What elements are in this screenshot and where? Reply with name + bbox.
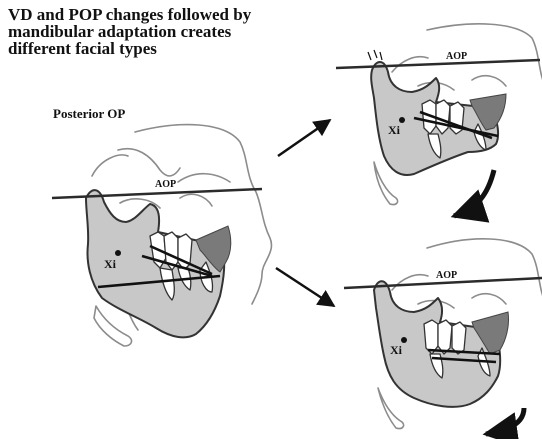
bottom-right-skull-panel: AOP Xi: [344, 239, 542, 434]
bottom-right-rotation-arrow: [486, 408, 524, 434]
top-right-compression-marks: [368, 50, 382, 60]
top-right-skull-panel: AOP Xi: [336, 24, 542, 216]
down-right-arrow: [276, 268, 334, 306]
top-right-aop-line: [336, 60, 540, 68]
top-right-xi-label: Xi: [388, 123, 401, 137]
up-right-arrow: [278, 120, 330, 156]
top-right-rotation-arrow: [454, 170, 494, 216]
bottom-right-xi-label: Xi: [390, 343, 403, 357]
left-aop-line: [52, 189, 262, 198]
left-skull-panel: AOP Xi: [52, 125, 271, 346]
left-xi-label: Xi: [104, 257, 117, 271]
bottom-right-aop-label: AOP: [436, 270, 457, 281]
left-xi-point: [115, 250, 121, 256]
left-aop-label: AOP: [155, 179, 176, 190]
top-right-aop-label: AOP: [446, 51, 467, 62]
